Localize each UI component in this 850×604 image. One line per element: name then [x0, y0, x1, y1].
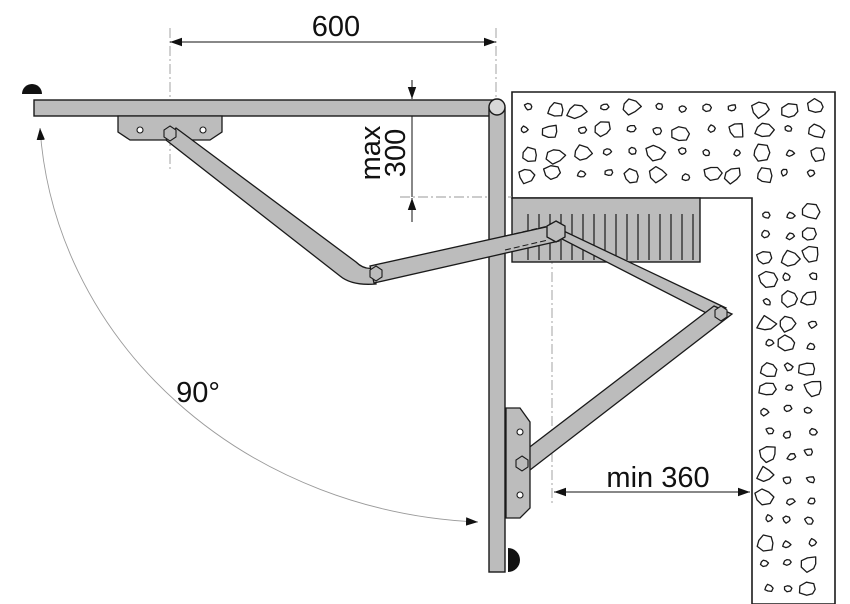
bolt-icon [515, 455, 529, 472]
hinge-pivot-icon [488, 98, 506, 116]
gate-leaf-closed [488, 98, 520, 573]
elbow-bolt-icon [714, 305, 728, 322]
arm-closed-position [505, 223, 734, 519]
concrete-aggregate-pattern [518, 97, 826, 596]
arm-open-position [117, 115, 560, 285]
bolt-icon [163, 125, 177, 142]
elbow-bolt-icon [369, 265, 383, 282]
opening-angle-label: 90° [176, 377, 220, 409]
motor-shaft-icon [546, 220, 566, 243]
hidden-arm-lines [504, 225, 549, 251]
gate-leaf-open [22, 84, 497, 117]
dimension-600-label: 600 [312, 11, 360, 43]
closed-position-stopper-icon [508, 548, 520, 572]
dimension-min-360-label: min 360 [606, 462, 709, 494]
dimension-300-label: 300 [380, 129, 412, 177]
dimension-600: 600 [169, 11, 497, 170]
open-position-stopper-icon [22, 84, 42, 94]
opening-angle-arc: 90° [36, 127, 479, 526]
